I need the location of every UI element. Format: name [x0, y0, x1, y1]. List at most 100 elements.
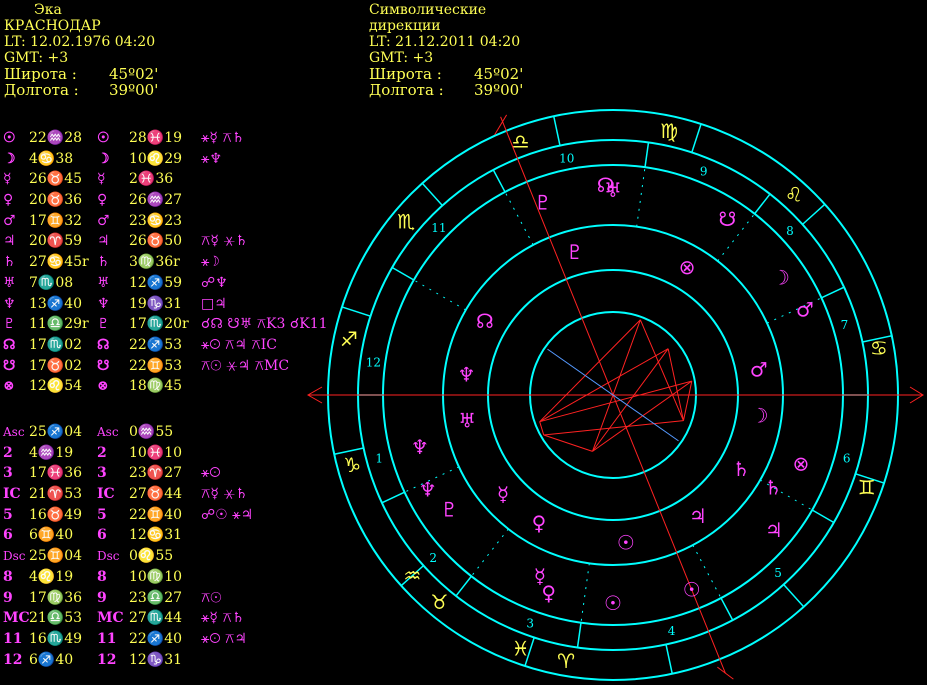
directed-symbol: ☉	[97, 130, 110, 146]
zodiac-sign-label: ♍	[660, 119, 678, 143]
natal-planet-glyph: ♅	[458, 409, 476, 433]
natal-planet-glyph: ♀	[532, 511, 547, 535]
natal-symbol: ☊	[3, 336, 16, 353]
directed-position: 22♐53	[129, 336, 183, 353]
aspect-list: ☌☊ ☋♅ ⚻K3 ☌K11	[201, 316, 328, 333]
directed-symbol: ♀	[97, 192, 108, 209]
directed-symbol: 8	[97, 568, 107, 585]
sign-divider	[553, 116, 561, 146]
aspect-list: ⚻☿ ⚹♄	[201, 486, 248, 503]
sign-divider	[400, 565, 424, 587]
directed-symbol: ♇	[97, 316, 110, 333]
sign-divider	[421, 182, 443, 206]
directions-latitude-label: Широта :	[369, 65, 442, 83]
house-number-label: 1	[375, 452, 383, 466]
zodiac-sign-label: ♐	[340, 327, 358, 351]
directions-title: Символические	[369, 2, 487, 18]
sign-divider	[802, 203, 826, 225]
directed-symbol: ♃	[97, 233, 110, 250]
directed-position: 23♎27	[129, 589, 183, 606]
natal-symbol: 12	[3, 651, 23, 668]
natal-planet-glyph: ☊	[476, 309, 494, 333]
aspect-line	[539, 421, 545, 436]
natal-symbol: 5	[3, 506, 13, 523]
astro-wheel-chart[interactable]: ♈♉♊♋♌♍♎♏♐♑♒♓123456789101112♅♆☊♀☿☉♃♄☽♂⊗♇♃…	[300, 105, 927, 685]
natal-position: 26♉45	[29, 171, 83, 188]
natal-symbol: IC	[3, 486, 21, 503]
aspect-line	[667, 348, 684, 421]
zodiac-sign-label: ♌	[785, 182, 803, 206]
natal-position: 16♏49	[29, 630, 83, 647]
zodiac-sign-label: ♏	[397, 209, 415, 233]
directed-planet-glyph: ♄	[764, 476, 782, 500]
directed-symbol: ⊗	[97, 378, 109, 395]
natal-symbol: ☋	[3, 357, 16, 374]
natal-position: 4♌19	[29, 568, 74, 585]
sign-divider	[783, 584, 805, 608]
aspect-line	[539, 348, 669, 423]
directed-position: 23♈27	[129, 465, 183, 482]
sign-divider	[862, 335, 892, 343]
directed-planet-glyph: ♀	[541, 581, 556, 605]
house-cusp-dots	[636, 167, 646, 227]
natal-header: Эка КРАСНОДАР LT: 12.02.1976 04:20 GMT: …	[4, 2, 158, 98]
house-number-label: 12	[366, 355, 381, 369]
directed-planet-glyph: ☽	[772, 265, 790, 289]
directed-position: 12♐59	[129, 274, 183, 291]
zodiac-sign-label: ♉	[430, 590, 448, 614]
natal-position: 13♐40	[29, 295, 83, 312]
directed-position: 10♌29	[129, 150, 183, 167]
natal-position: 6♊40	[29, 527, 74, 544]
directed-planet-glyph: ☊	[597, 173, 615, 197]
natal-position: 22♒28	[29, 130, 83, 146]
directions-longitude-label: Долгота :	[369, 81, 444, 99]
natal-symbol: 2	[3, 444, 13, 461]
directed-position: 12♋31	[129, 527, 183, 544]
directed-position: 22♊40	[129, 506, 183, 523]
house-number-label: 2	[429, 551, 437, 565]
asc-arrow	[306, 386, 323, 404]
natal-planet-glyph: ♆	[457, 362, 475, 386]
house-number-label: 3	[526, 616, 534, 630]
natal-position: 12♌54	[29, 378, 83, 395]
directed-symbol: Dsc	[97, 549, 120, 564]
directed-position: 28♓19	[129, 130, 183, 146]
natal-position: 25♊04	[29, 548, 83, 565]
directions-header: Символические дирекции LT: 21.12.2011 04…	[369, 2, 523, 98]
natal-symbol: ☉	[3, 130, 16, 146]
directed-symbol: ☽	[97, 150, 110, 167]
aspect-list: ⚻☿ ⚹♄	[201, 233, 248, 250]
directed-symbol: ☊	[97, 336, 110, 353]
house-cusp-tick	[821, 286, 845, 299]
directed-symbol: 9	[97, 589, 107, 606]
directed-position: 26♒27	[129, 192, 183, 209]
aspect-list: ⚹☿ ⚻♄	[201, 610, 245, 627]
aspect-line	[682, 381, 693, 421]
directed-symbol: ♅	[97, 274, 110, 291]
planet-positions-table: ☉22♒28☉28♓19⚹☿ ⚻♄☽4♋38☽10♌29⚹♆☿26♉45☿2♓3…	[3, 128, 328, 397]
natal-symbol: 8	[3, 568, 13, 585]
natal-planet-glyph: ⊗	[679, 255, 696, 279]
aspect-line	[543, 434, 593, 452]
directed-symbol: ♄	[97, 254, 110, 271]
directed-symbol: ☿	[97, 171, 106, 188]
directed-planet-glyph: ☋	[718, 207, 736, 231]
natal-symbol: 9	[3, 589, 13, 606]
natal-symbol: 11	[3, 630, 23, 647]
directed-symbol: 12	[97, 651, 117, 668]
natal-position: 17♊32	[29, 212, 83, 229]
longitude-label: Долгота :	[4, 81, 79, 99]
aspect-list: ⚻☉ ⚹♃ ⚻MC	[201, 357, 290, 374]
ic-arrow	[717, 666, 734, 680]
house-number-label: 5	[774, 566, 782, 580]
house-number-label: 11	[431, 221, 446, 235]
mc-arrow	[494, 114, 508, 136]
zodiac-sign-label: ♊	[858, 475, 876, 499]
directed-position: 18♍45	[129, 378, 183, 395]
house-cusp-tick	[492, 169, 506, 193]
house-cusp-tick	[811, 509, 835, 524]
